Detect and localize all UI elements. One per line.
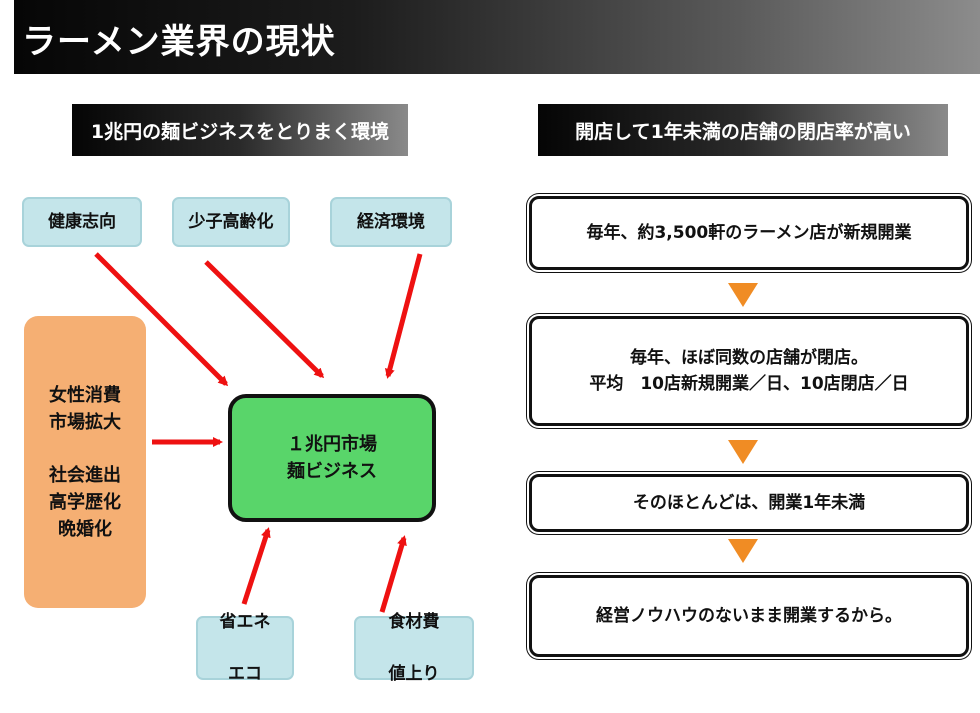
factor-health-label: 健康志向 — [48, 212, 116, 232]
flow-step-4: 経営ノウハウのないまま開業するから。 — [529, 575, 969, 657]
factor-aging-label: 少子高齢化 — [188, 212, 274, 232]
title-bar: ラーメン業界の現状 — [14, 0, 980, 74]
factor-food-cost: 食材費 値上り — [354, 612, 474, 684]
flow-step-1-text: 毎年、約3,500軒のラーメン店が新規開業 — [586, 223, 912, 243]
social-line-1: 女性消費 — [49, 384, 121, 406]
center-market-box: １兆円市場 麺ビジネス — [228, 394, 436, 522]
flow-step-2-text-line1: 毎年、ほぼ同数の店舗が閉店。 — [630, 348, 868, 368]
page-title: ラーメン業界の現状 — [22, 22, 336, 62]
factor-energy-label-line2: エコ — [228, 664, 262, 684]
flow-arrow-2-icon — [728, 440, 758, 464]
center-line-1: １兆円市場 — [287, 434, 377, 455]
factor-economy-label: 経済環境 — [357, 212, 425, 232]
social-line-2: 市場拡大 — [49, 411, 121, 433]
flow-step-1: 毎年、約3,500軒のラーメン店が新規開業 — [529, 196, 969, 270]
social-line-4: 高学歴化 — [49, 491, 121, 513]
factor-food-label-line2: 値上り — [388, 664, 440, 684]
social-line-5: 晩婚化 — [58, 518, 112, 540]
flow-arrow-1-icon — [728, 283, 758, 307]
flow-step-3-text: そのほとんどは、開業1年未満 — [632, 493, 866, 513]
social-line-3: 社会進出 — [49, 464, 121, 486]
social-trends-box: 女性消費 市場拡大 社会進出 高学歴化 晩婚化 — [24, 316, 146, 608]
factor-food-label-line1: 食材費 — [388, 612, 440, 632]
flow-step-2: 毎年、ほぼ同数の店舗が閉店。 平均 10店新規開業／日、10店閉店／日 — [529, 316, 969, 426]
factor-energy-saving: 省エネ エコ — [196, 612, 294, 684]
right-section-heading: 開店して1年未満の店舗の閉店率が高い — [538, 104, 948, 156]
factor-energy-label-line1: 省エネ — [219, 612, 271, 632]
arrow-economy — [384, 253, 423, 379]
flow-step-3: そのほとんどは、開業1年未満 — [529, 474, 969, 532]
flow-arrow-3-icon — [728, 539, 758, 563]
flow-step-4-text: 経営ノウハウのないまま開業するから。 — [596, 606, 902, 626]
center-line-2: 麺ビジネス — [287, 461, 377, 482]
arrow-aging — [204, 260, 325, 379]
left-section-heading: 1兆円の麺ビジネスをとりまく環境 — [72, 104, 408, 156]
factor-health-consciousness: 健康志向 — [22, 197, 142, 247]
flow-step-2-text-line2: 平均 10店新規開業／日、10店閉店／日 — [589, 374, 909, 394]
factor-economy: 経済環境 — [330, 197, 452, 247]
factor-aging-society: 少子高齢化 — [172, 197, 290, 247]
